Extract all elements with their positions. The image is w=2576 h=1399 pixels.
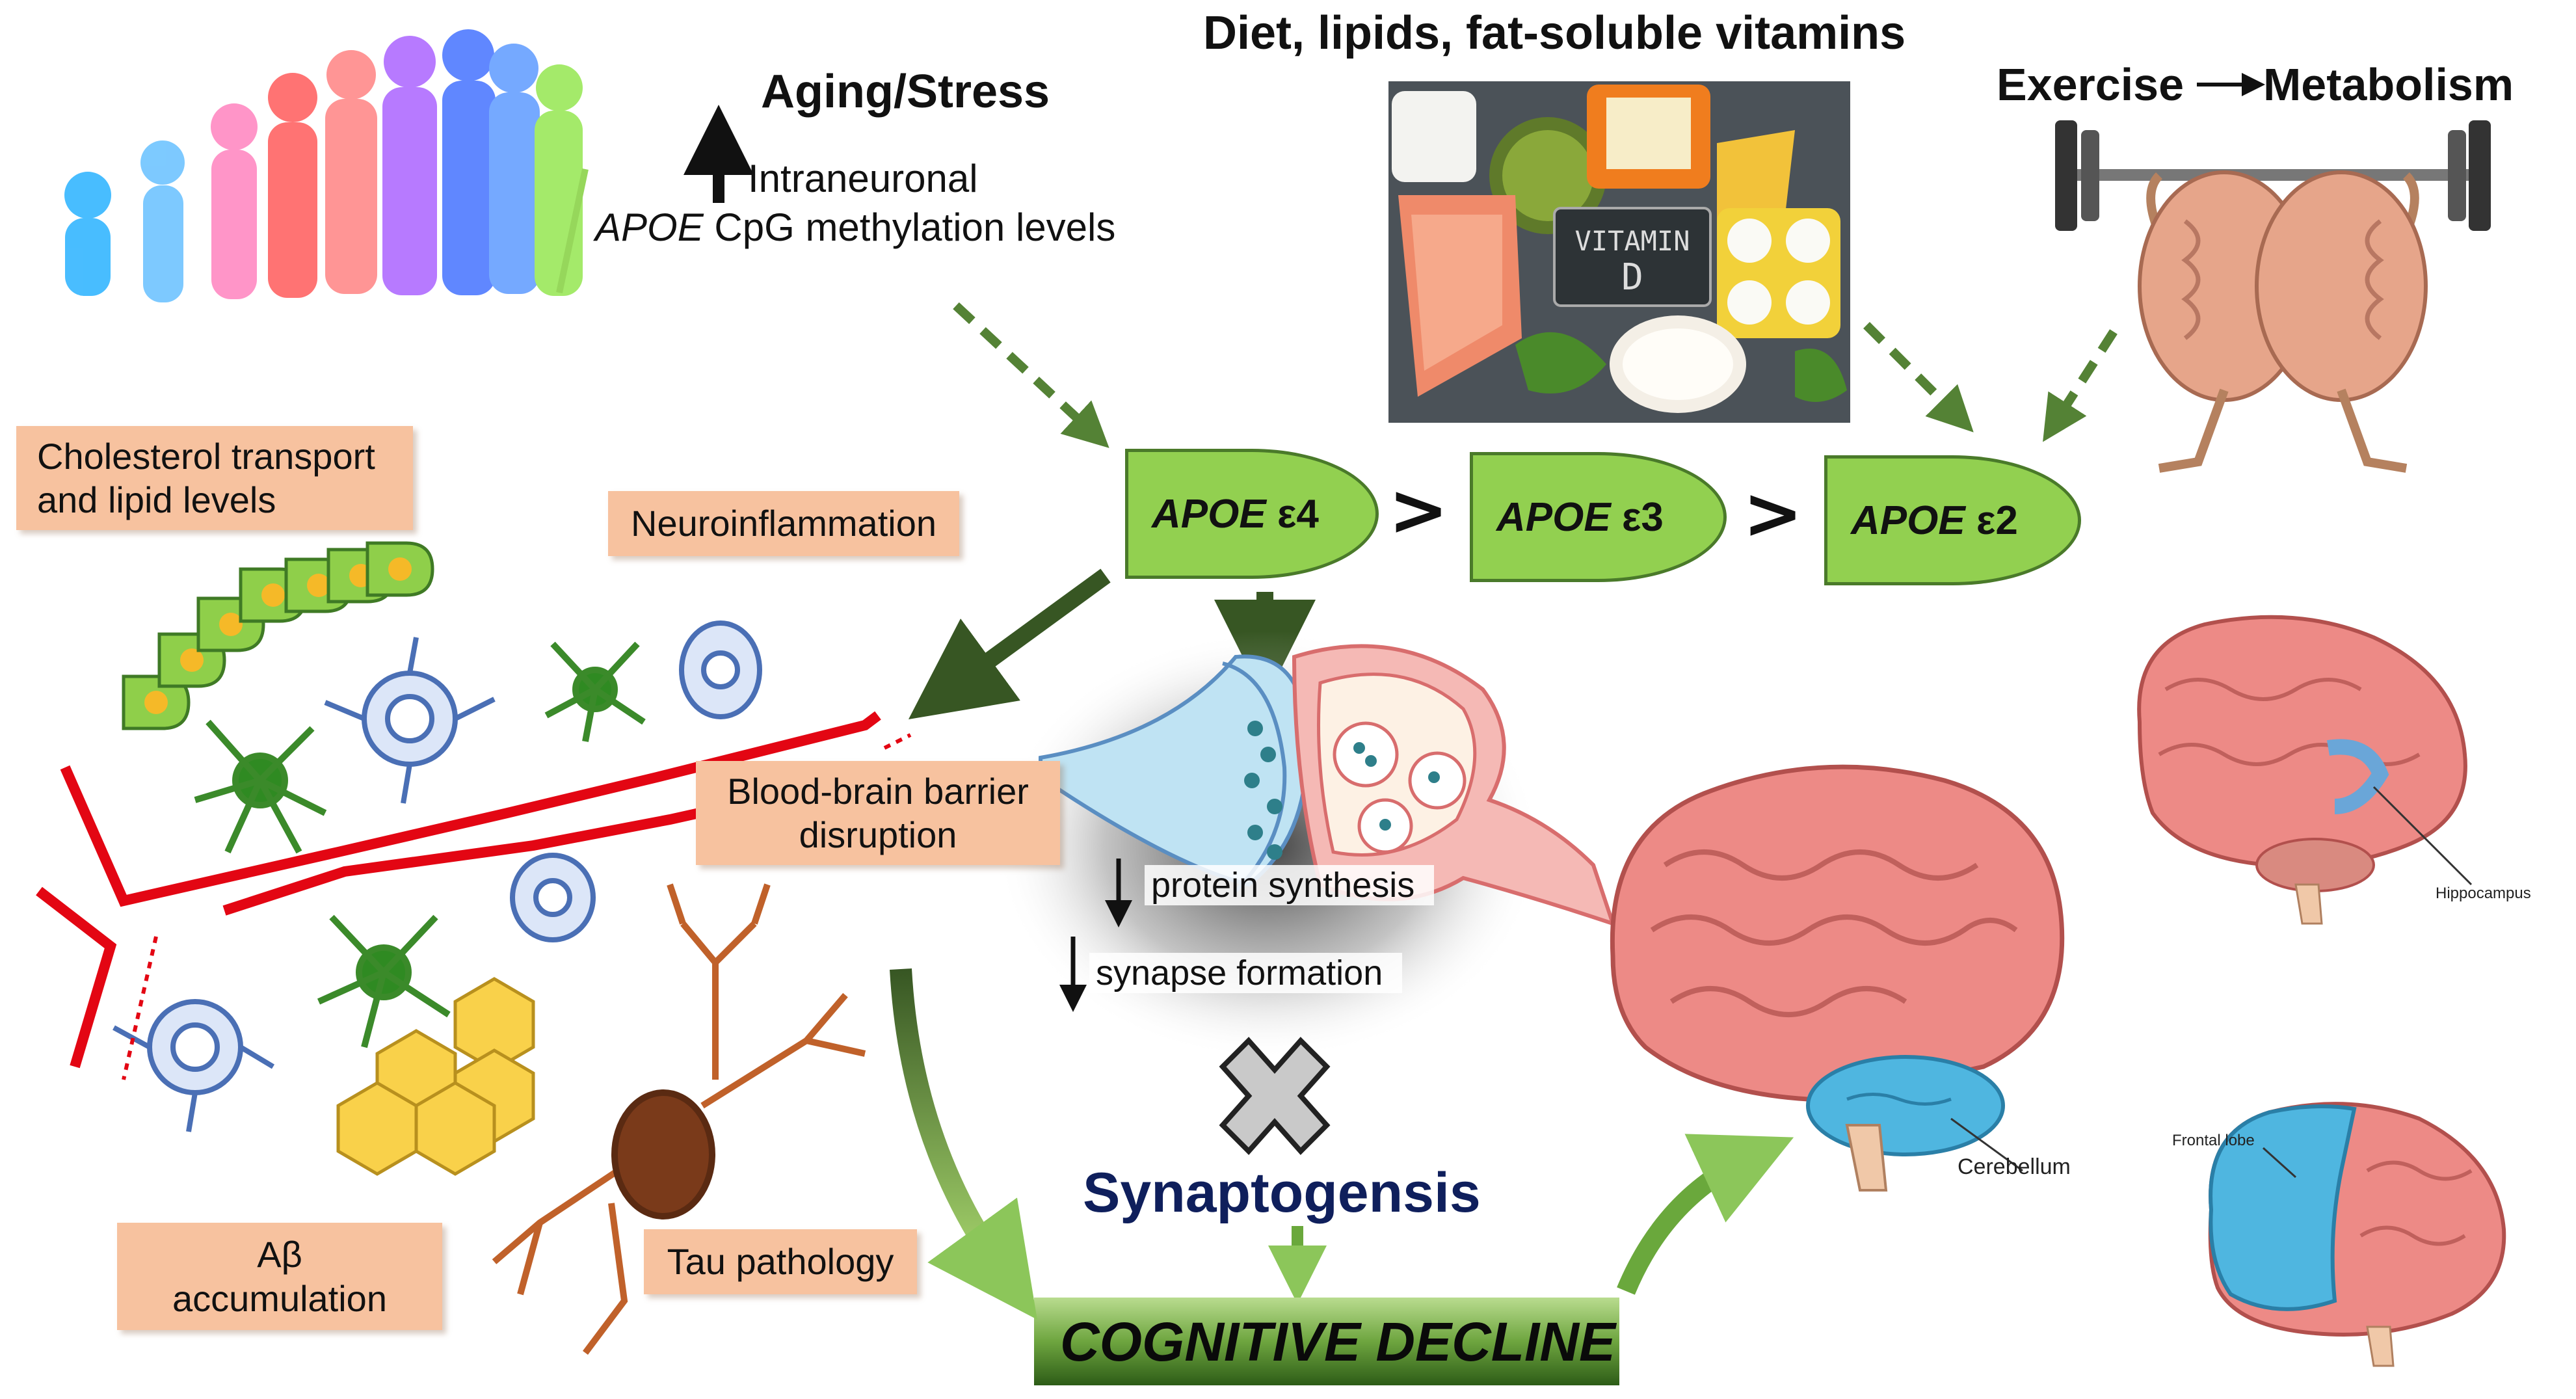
diet-to-e2-arrow [1863, 322, 1974, 433]
microglia-icon [194, 641, 646, 1048]
protein-synthesis-label: protein synthesis [1145, 865, 1435, 905]
hippocampus-label: Hippocampus [2436, 885, 2531, 902]
round-cell-icon [510, 620, 762, 942]
allele-e2-gene: APOE [1851, 498, 1965, 543]
methylation-text: CpG methylation levels [714, 206, 1116, 249]
decline-to-brain-arrow [1617, 1134, 1794, 1295]
greater-than-1: > [1388, 468, 1449, 552]
neuron-tau-icon [492, 883, 866, 1355]
bbb-disruption-label: Blood-brain barrier disruption [696, 761, 1060, 865]
abeta-accumulation-label: Aβ accumulation [117, 1223, 442, 1330]
astrocyte-icon [113, 637, 496, 1132]
food-photo-image: VITAMIN D [1388, 81, 1850, 423]
brain-cerebellum-icon [1610, 764, 2065, 1192]
allele-e4-gene: APOE [1152, 491, 1266, 537]
frontal-lobe-label: Frontal lobe [2172, 1132, 2255, 1149]
exercise-title: Exercise [1997, 59, 2184, 110]
cognitive-decline-label: COGNITIVE DECLINE [1060, 1311, 1616, 1372]
synapse-icon [1039, 644, 1616, 927]
allele-e4-suffix: ε4 [1277, 491, 1319, 537]
allele-e2-suffix: ε2 [1976, 498, 2018, 543]
exercise-to-e2-arrow [2043, 329, 2118, 442]
greater-than-2: > [1743, 472, 1803, 555]
neuroinflammation-label: Neuroinflammation [608, 491, 959, 556]
e4-to-pathology-arrow [908, 568, 1111, 719]
allele-e2: APOE ε2 [1824, 455, 2081, 585]
allele-e3: APOE ε3 [1470, 452, 1727, 582]
metabolism-title: Metabolism [2263, 59, 2514, 110]
brain-hippocampus-icon [2137, 615, 2473, 925]
brain-barbell-icon [2055, 120, 2491, 473]
allele-e3-gene: APOE [1496, 494, 1611, 540]
lipid-chain-icon [122, 541, 434, 730]
diet-title: Diet, lipids, fat-soluble vitamins [1203, 7, 1906, 59]
pathology-to-decline-arrow [890, 968, 1037, 1320]
cognitive-decline-banner [1034, 1298, 1619, 1385]
aging-silhouettes-icon [64, 29, 589, 302]
methylation-apoe-gene: APOE [595, 206, 704, 249]
svg-text:D: D [1621, 256, 1643, 299]
allele-e4: APOE ε4 [1125, 449, 1379, 579]
tau-pathology-label: Tau pathology [644, 1229, 917, 1294]
blocked-x-icon [1219, 1037, 1331, 1155]
brain-frontal-lobe-icon [2208, 1102, 2506, 1367]
methylation-line1: Intraneuronal [748, 157, 978, 200]
aging-stress-title: Aging/Stress [761, 66, 1050, 118]
methylation-line2: APOE CpG methylation levels [595, 205, 1115, 250]
synaptogenesis-label: Synaptogensis [1083, 1162, 1481, 1224]
cholesterol-label: Cholesterol transport and lipid levels [16, 426, 413, 530]
svg-text:VITAMIN: VITAMIN [1574, 225, 1690, 257]
cerebellum-label: Cerebellum [1958, 1154, 2071, 1179]
synapse-formation-label: synapse formation [1089, 953, 1403, 993]
amyloid-plaque-icon [336, 977, 535, 1176]
allele-e3-suffix: ε3 [1621, 494, 1664, 540]
aging-to-e4-arrow [953, 302, 1109, 448]
